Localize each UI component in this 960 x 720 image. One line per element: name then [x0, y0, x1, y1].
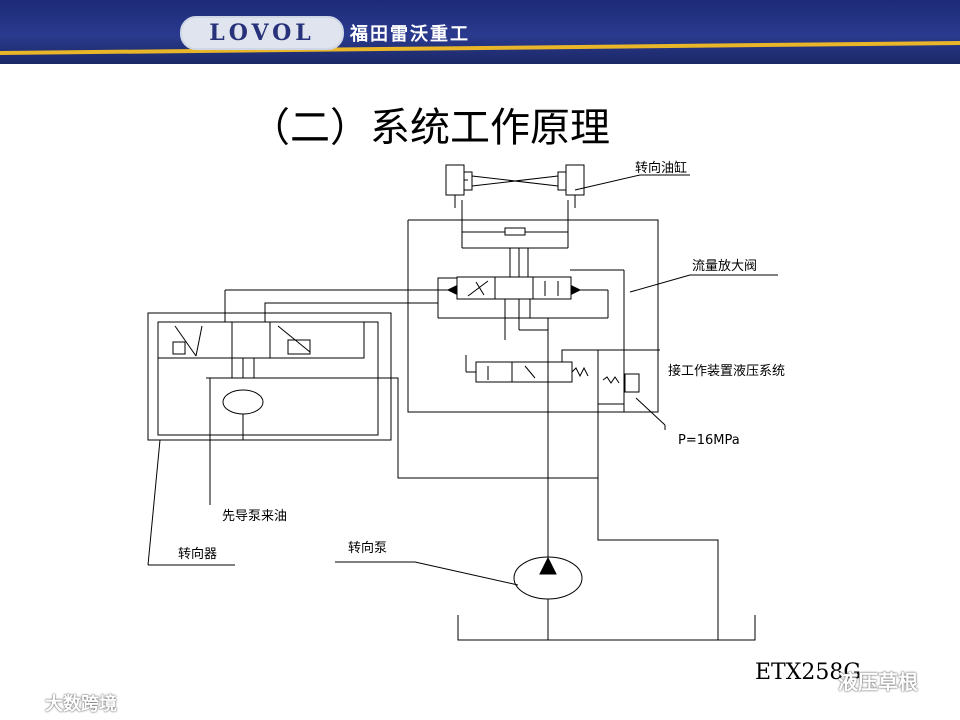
steering-unit: [147, 312, 392, 441]
model-label: ETX258G: [755, 660, 861, 685]
priority-valve: [465, 355, 589, 383]
label-work-system: 接工作装置液压系统: [668, 363, 785, 379]
watermark-right: 液压草根: [838, 670, 918, 694]
steering-pump: [513, 556, 583, 600]
header-banner: LOVOL 福田雷沃重工: [0, 0, 960, 64]
label-steering-pump: 转向泵: [348, 540, 387, 556]
label-amplifier-valve: 流量放大阀: [692, 259, 757, 274]
brand-name: 福田雷沃重工: [350, 24, 470, 45]
check-valve: [504, 227, 526, 236]
watermark-left: 大数跨境: [45, 694, 117, 715]
logo-text: LOVOL: [209, 20, 315, 46]
label-pilot-oil: 先导泵来油: [222, 509, 287, 524]
label-pressure: P=16MPa: [678, 433, 740, 448]
label-cylinder: 转向油缸: [635, 160, 687, 176]
flow-amplifier-valve: [225, 276, 609, 318]
brand-logo: LOVOL: [180, 16, 344, 50]
relief-valve: [624, 373, 640, 393]
amplifier-frame: [407, 219, 659, 413]
label-steering-unit: 转向器: [178, 546, 217, 562]
slide-title: （二）系统工作原理: [250, 105, 610, 151]
steering-cylinders: [445, 164, 641, 249]
